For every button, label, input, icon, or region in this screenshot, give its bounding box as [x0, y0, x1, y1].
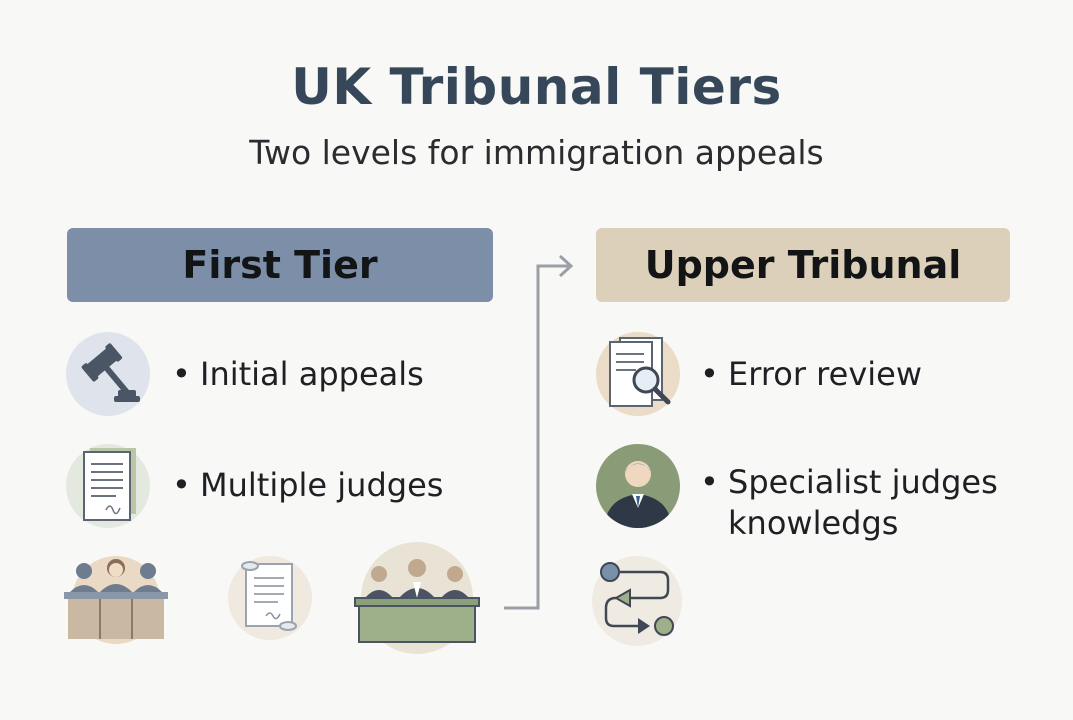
- judge-portrait-icon: [596, 444, 680, 528]
- connector-arrow-icon: [504, 254, 574, 610]
- document-icon: [66, 444, 150, 528]
- gavel-icon: [66, 332, 150, 416]
- list-item: •Specialist judges: [700, 463, 998, 501]
- flow-review-icon: [592, 556, 682, 646]
- page-title: UK Tribunal Tiers: [291, 58, 782, 116]
- list-item-continuation: knowledgs: [728, 504, 899, 542]
- judge-panel-icon: [64, 556, 168, 644]
- scroll-icon: [228, 556, 312, 640]
- upper-tribunal-header: Upper Tribunal: [596, 228, 1010, 302]
- page-subtitle: Two levels for immigration appeals: [249, 133, 824, 172]
- list-item: •Initial appeals: [172, 355, 424, 393]
- list-item: •Multiple judges: [172, 466, 444, 504]
- judges-bench-icon: [354, 542, 480, 654]
- upper-tribunal-heading: Upper Tribunal: [644, 243, 962, 287]
- magnifier-document-icon: [596, 332, 680, 416]
- list-item: •Error review: [700, 355, 922, 393]
- first-tier-heading: First Tier: [182, 243, 378, 287]
- first-tier-header: First Tier: [67, 228, 493, 302]
